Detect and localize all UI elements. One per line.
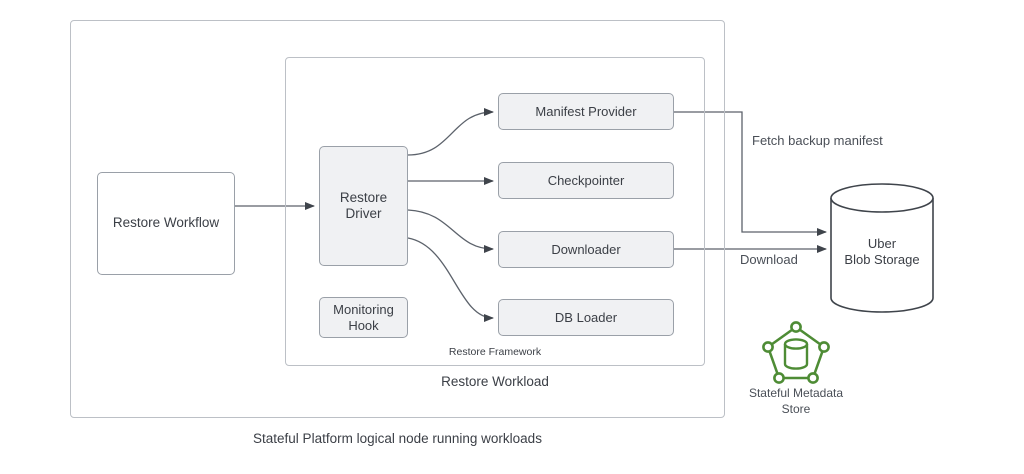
node-downloader[interactable]: Downloader: [498, 231, 674, 268]
node-restore-driver[interactable]: Restore Driver: [319, 146, 408, 266]
node-monitoring-hook-label-line2: Hook: [348, 317, 379, 333]
node-checkpointer[interactable]: Checkpointer: [498, 162, 674, 199]
edge-label-download: Download: [740, 252, 798, 267]
node-metadata-store[interactable]: Stateful Metadata Store: [749, 320, 843, 416]
node-downloader-label: Downloader: [551, 241, 621, 257]
node-restore-driver-label-line2: Driver: [345, 206, 382, 221]
node-restore-workflow[interactable]: Restore Workflow: [97, 172, 235, 275]
node-monitoring-hook[interactable]: Monitoring Hook: [319, 297, 408, 338]
node-manifest-provider-label: Manifest Provider: [535, 103, 637, 119]
node-blob-storage-label: Uber Blob Storage: [828, 236, 936, 269]
node-manifest-provider[interactable]: Manifest Provider: [498, 93, 674, 130]
node-blob-storage-label-line2: Blob Storage: [844, 252, 920, 268]
node-db-loader[interactable]: DB Loader: [498, 299, 674, 336]
diagram-title-caption: Stateful Platform logical node running w…: [253, 431, 542, 446]
node-metadata-store-label-line2: Store: [781, 401, 811, 416]
inner-container-label: Restore Framework: [448, 346, 542, 358]
pentagon-database-icon: [762, 321, 830, 384]
node-monitoring-hook-label-line1: Monitoring: [333, 301, 394, 317]
node-restore-driver-label-line1: Restore: [339, 189, 388, 205]
node-restore-workflow-label: Restore Workflow: [112, 215, 220, 231]
node-db-loader-label: DB Loader: [554, 309, 618, 325]
node-checkpointer-label: Checkpointer: [547, 172, 625, 188]
outer-container-label: Restore Workload: [441, 374, 549, 389]
node-metadata-store-label: Stateful Metadata Store: [716, 386, 876, 417]
outer-container-restore-workload: [70, 20, 725, 418]
inner-container-restore-framework: [285, 57, 705, 366]
cylinder-shape: [830, 183, 934, 313]
edge-label-fetch-backup-manifest: Fetch backup manifest: [752, 133, 883, 148]
node-blob-storage-label-line1: Uber: [867, 236, 897, 251]
node-blob-storage[interactable]: Uber Blob Storage: [828, 183, 936, 313]
node-metadata-store-label-line1: Stateful Metadata: [748, 386, 844, 400]
